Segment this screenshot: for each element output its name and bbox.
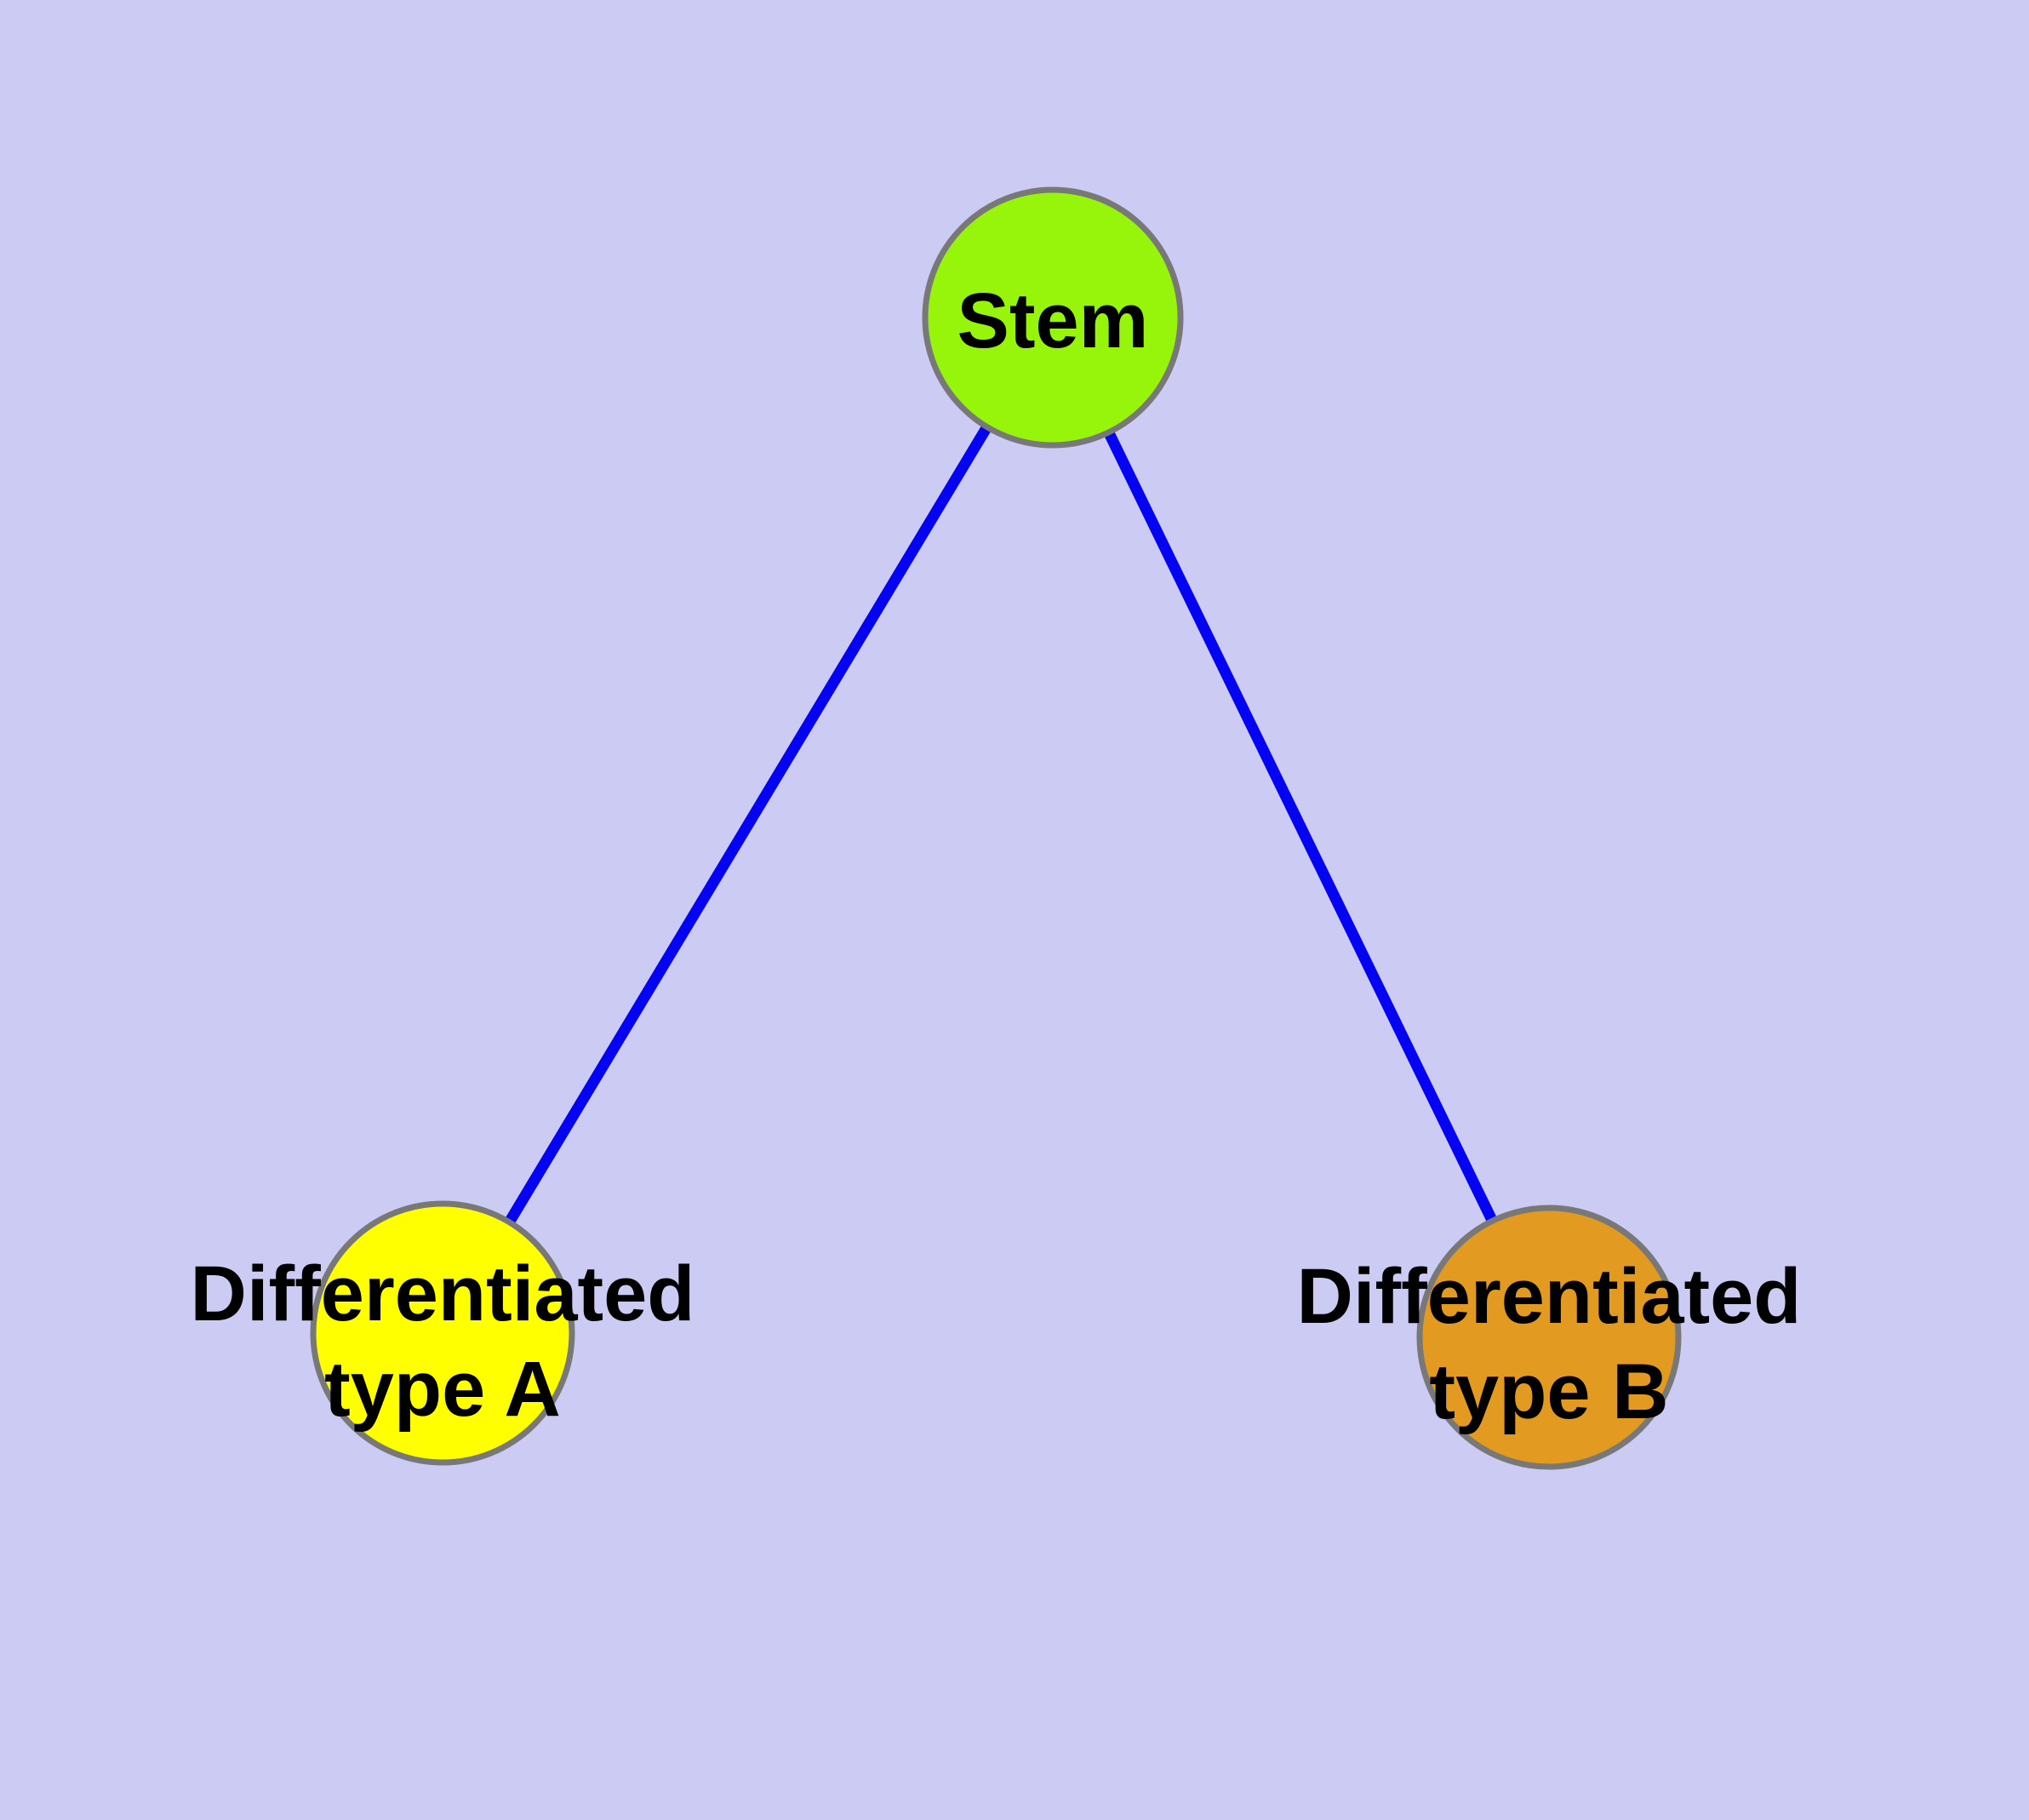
node-type-b [1416, 1205, 1682, 1470]
node-stem [922, 186, 1184, 449]
node-type-a-label-line2: type A [324, 1346, 561, 1433]
edge-stem-to-type-a [437, 314, 1058, 1336]
node-type-b-label-line2: type B [1429, 1348, 1668, 1435]
node-type-b-label-line1: Differentiated [1297, 1253, 1802, 1340]
node-stem-label: Stem [957, 278, 1149, 364]
node-type-a [310, 1200, 575, 1466]
edge-stem-to-type-b [1048, 315, 1554, 1340]
node-type-a-label-line1: Differentiated [191, 1251, 695, 1337]
